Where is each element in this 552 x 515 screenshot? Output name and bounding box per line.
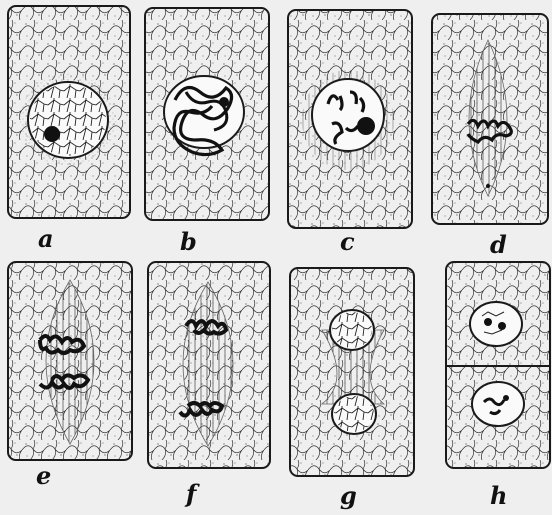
cell-f: f	[148, 262, 270, 508]
label-g: g	[340, 481, 357, 510]
cell-c: c	[288, 10, 412, 256]
label-c: c	[340, 227, 355, 256]
label-d: d	[490, 230, 507, 259]
label-a: a	[38, 224, 54, 253]
label-f: f	[184, 479, 200, 508]
cell-e: e	[8, 262, 132, 490]
nucleolus-icon	[44, 126, 60, 142]
cell-d: d	[432, 14, 548, 259]
label-e: e	[36, 461, 51, 490]
cell-h: h	[446, 262, 550, 510]
cell-a: a	[8, 6, 130, 253]
cell-b: b	[145, 8, 269, 256]
cell-g: g	[290, 268, 414, 510]
label-h: h	[490, 481, 507, 510]
label-b: b	[180, 227, 197, 256]
